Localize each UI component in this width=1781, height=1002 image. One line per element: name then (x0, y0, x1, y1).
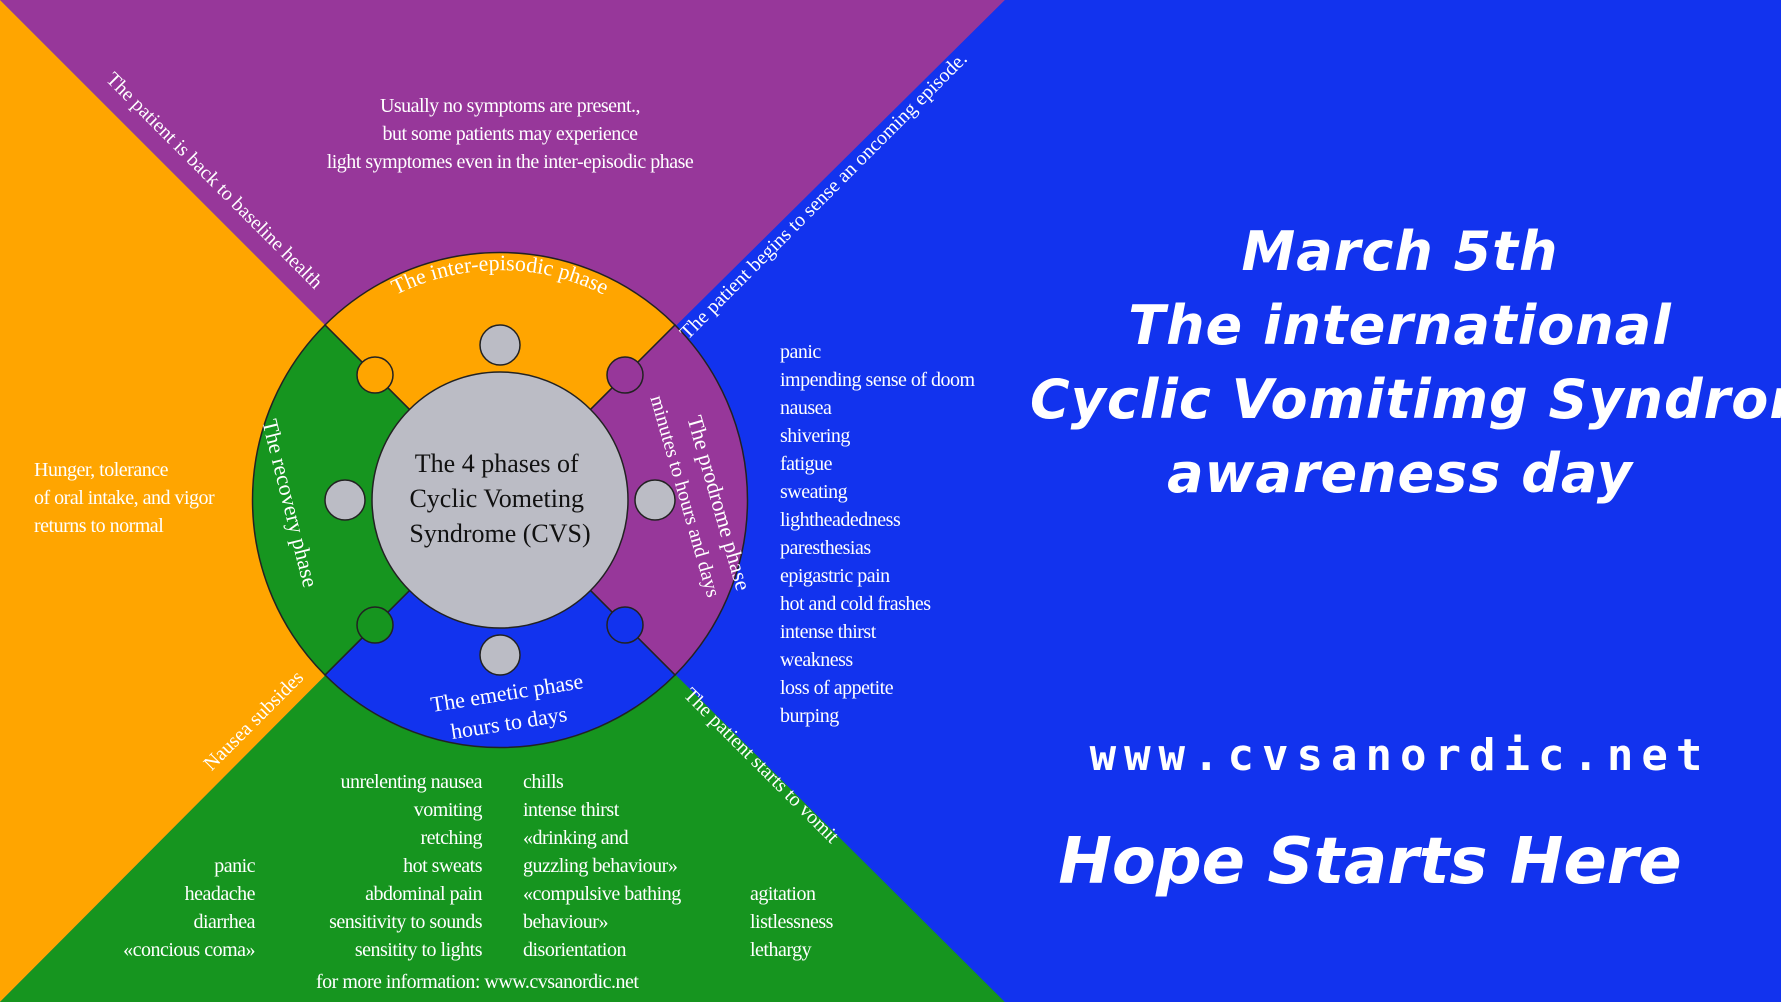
symptom-item: diarrhea (193, 911, 255, 933)
puzzle-knob-tr (606, 356, 644, 394)
recovery-note: Hunger, tolerance of oral intake, and vi… (34, 456, 215, 540)
puzzle-knob-top (479, 324, 521, 366)
inter-episodic-note-line: Usually no symptoms are present., (379, 95, 641, 117)
symptom-item: lightheadedness (780, 509, 901, 531)
puzzle-knob-bl (356, 606, 394, 644)
symptom-item: headache (184, 883, 256, 905)
symptom-item: sensitivity to sounds (329, 911, 482, 933)
symptom-item: agitation (750, 883, 816, 905)
symptom-item: shivering (780, 425, 850, 447)
symptom-item: fatigue (780, 453, 833, 475)
symptom-item: panic (214, 855, 255, 877)
symptom-item: hot and cold frashes (780, 593, 931, 615)
symptom-item: «drinking and (523, 827, 629, 849)
symptom-item: «compulsive bathing (523, 883, 681, 905)
emetic-symptoms-col3: chills intense thirst «drinking and guzz… (523, 768, 681, 964)
right-blue-panel (1005, 0, 1781, 1002)
emetic-symptoms-col1: panic headache diarrhea «concious coma» (70, 852, 255, 964)
symptom-item: intense thirst (780, 621, 876, 643)
tagline: Hope Starts Here (1058, 825, 1682, 899)
prodrome-symptom-list: panic impending sense of doom nausea shi… (780, 338, 975, 730)
puzzle-knob-bottom (479, 634, 521, 676)
symptom-item: disorientation (523, 939, 626, 961)
symptom-item: guzzling behaviour» (523, 855, 678, 877)
inter-episodic-note-line: but some patients may experience (382, 123, 638, 145)
inter-episodic-note-line: light symptomes even in the inter-episod… (326, 151, 694, 173)
recovery-note-line: Hunger, tolerance (34, 459, 168, 481)
symptom-item: loss of appetite (780, 677, 894, 699)
headline-line-2: The international (1128, 294, 1672, 357)
symptom-item: burping (780, 705, 839, 727)
puzzle-knob-left (324, 479, 366, 521)
symptom-item: listlessness (750, 911, 833, 933)
symptom-item: nausea (780, 397, 832, 419)
center-circle (371, 371, 629, 629)
recovery-note-line: returns to normal (34, 515, 164, 537)
center-title-line-3: Syndrome (CVS) (409, 519, 590, 548)
puzzle-knob-tl (356, 356, 394, 394)
puzzle-knob-right (634, 479, 676, 521)
symptom-item: weakness (780, 649, 853, 671)
recovery-note-line: of oral intake, and vigor (34, 487, 215, 509)
headline-line-4: awareness day (1167, 442, 1633, 505)
center-title-line-1: The 4 phases of (415, 449, 579, 478)
symptom-item: chills (523, 771, 564, 793)
symptom-item: behaviour» (523, 911, 608, 933)
symptom-item: impending sense of doom (780, 369, 975, 391)
symptom-item: vomiting (413, 799, 483, 821)
center-title-line-2: Cyclic Vometing (409, 484, 584, 513)
diagram-footer: for more information: www.cvsanordic.net (316, 968, 639, 996)
symptom-item: abdominal pain (365, 883, 482, 905)
symptom-item: «concious coma» (123, 939, 255, 961)
green-quadrant (0, 500, 1005, 1002)
headline-date: March 5th (1241, 220, 1559, 283)
symptom-item: retching (420, 827, 482, 849)
headline-line-3: Cyclic Vomitimg Syndrome (1030, 368, 1781, 431)
emetic-symptoms-col4: agitation listlessness lethargy (750, 880, 833, 964)
awareness-headline: March 5th The international Cyclic Vomit… (1030, 215, 1781, 511)
website-url[interactable]: www.cvsanordic.net (1089, 730, 1711, 781)
symptom-item: intense thirst (523, 799, 619, 821)
footer-text: for more information: www.cvsanordic.net (316, 971, 639, 993)
svg-text:The 4 phases of Cyclic Vom: The 4 phases of Cyclic Vometing Syndrome… (409, 449, 590, 548)
symptom-item: panic (780, 341, 821, 363)
orange-quadrant (0, 0, 500, 1002)
symptom-item: unrelenting nausea (340, 771, 483, 793)
inter-episodic-note: Usually no symptoms are present., but so… (300, 92, 720, 176)
emetic-symptoms-col2: unrelenting nausea vomiting retching hot… (270, 768, 482, 964)
puzzle-knob-br (606, 606, 644, 644)
blue-quadrant (500, 0, 1005, 1002)
symptom-item: sensitity to lights (354, 939, 483, 961)
symptom-item: hot sweats (403, 855, 482, 877)
symptom-item: sweating (780, 481, 848, 503)
symptom-item: lethargy (750, 939, 812, 961)
symptom-item: paresthesias (780, 537, 871, 559)
symptom-item: epigastric pain (780, 565, 890, 587)
purple-quadrant (0, 0, 1005, 500)
